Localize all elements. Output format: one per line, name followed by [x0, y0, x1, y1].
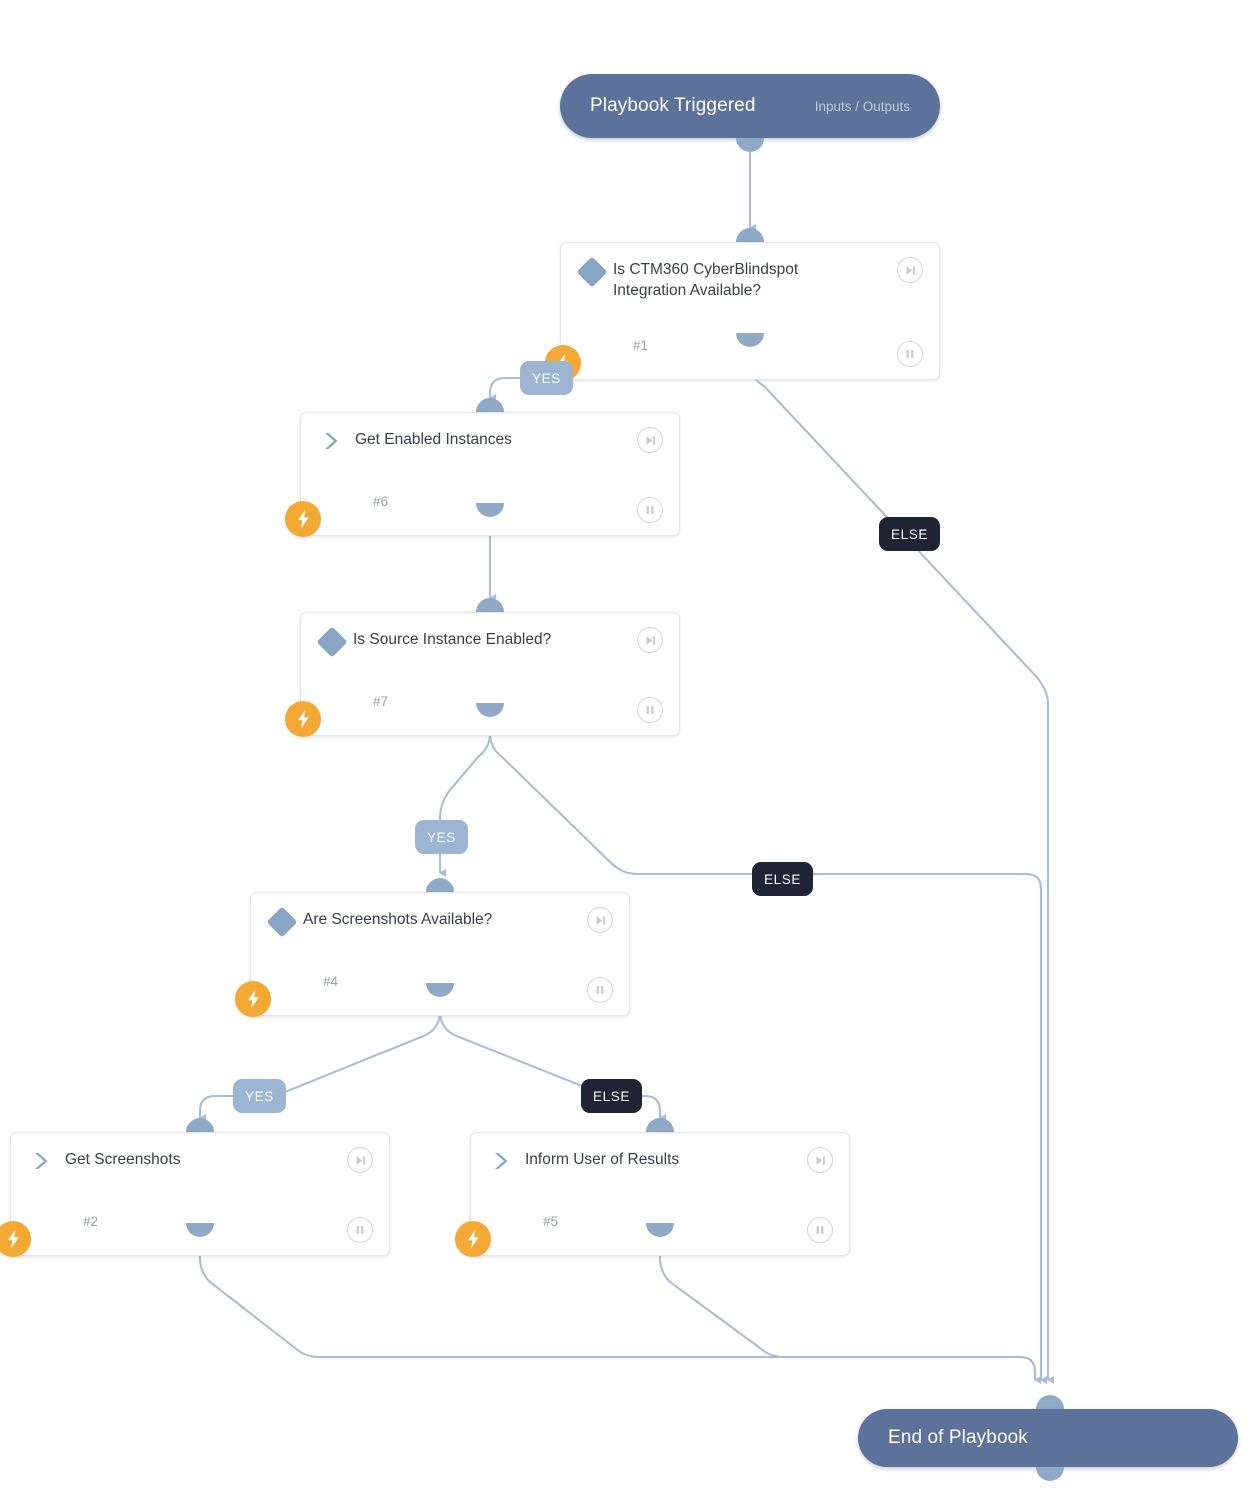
pause-icon[interactable]	[637, 697, 663, 723]
lightning-icon	[285, 701, 321, 737]
pause-icon[interactable]	[587, 977, 613, 1003]
node-are-screenshots-available[interactable]: Are Screenshots Available? #4	[235, 892, 630, 1017]
node-inform-user-of-results[interactable]: Inform User of Results #5	[455, 1132, 850, 1257]
pause-icon[interactable]	[807, 1217, 833, 1243]
node-2-id: #2	[83, 1213, 99, 1229]
start-node-inputs-outputs-link[interactable]: Inputs / Outputs	[814, 98, 910, 114]
node-5-title: Inform User of Results	[525, 1151, 680, 1168]
branch-label-1-else[interactable]: ELSE	[879, 517, 940, 551]
edge-5-to-end	[658, 1240, 1041, 1384]
end-node-title: End of Playbook	[888, 1427, 1028, 1448]
node-4-input-port	[426, 878, 454, 892]
lightning-icon	[455, 1221, 491, 1257]
node-5-footer: #5	[455, 1201, 849, 1257]
lightning-icon	[235, 981, 271, 1017]
node-7-input-port	[476, 598, 504, 612]
branch-label-4-yes[interactable]: YES	[233, 1079, 286, 1113]
node-2-footer: #2	[0, 1201, 389, 1257]
start-node-title: Playbook Triggered	[590, 95, 756, 116]
node-4-id: #4	[323, 973, 339, 989]
node-5-id: #5	[543, 1213, 559, 1229]
node-get-enabled-instances[interactable]: Get Enabled Instances #6	[285, 412, 680, 537]
edge-2-to-end	[198, 1240, 1041, 1384]
edge-7-else-to-end	[488, 715, 1047, 1384]
end-input-port	[1036, 1395, 1064, 1409]
run-icon[interactable]	[897, 257, 923, 283]
start-output-port	[736, 138, 764, 152]
node-is-source-instance-enabled[interactable]: Is Source Instance Enabled? #7	[285, 612, 680, 737]
run-icon[interactable]	[587, 907, 613, 933]
run-icon[interactable]	[637, 627, 663, 653]
node-7-id: #7	[373, 693, 389, 709]
node-2-title: Get Screenshots	[65, 1151, 181, 1168]
node-is-ctm360-cyberblindspot-integration-available[interactable]: Is CTM360 CyberBlindspot Integration Ava…	[545, 242, 940, 381]
node-5-header: Inform User of Results	[471, 1133, 849, 1201]
diamond-icon	[316, 626, 348, 658]
branch-label-4-else[interactable]: ELSE	[581, 1079, 642, 1113]
node-7-footer: #7	[285, 681, 679, 737]
node-1-title: Is CTM360 CyberBlindspot Integration Ava…	[613, 261, 799, 299]
node-2-header: Get Screenshots	[11, 1133, 389, 1201]
node-1-header: Is CTM360 CyberBlindspot Integration Ava…	[561, 243, 939, 325]
playbook-triggered-node[interactable]: Playbook Triggered Inputs / Outputs	[560, 74, 940, 138]
end-of-playbook-node[interactable]: End of Playbook	[858, 1409, 1238, 1467]
run-icon[interactable]	[637, 427, 663, 453]
node-5-input-port	[646, 1118, 674, 1132]
node-6-footer: #6	[285, 481, 679, 537]
lightning-icon	[285, 501, 321, 537]
pause-icon[interactable]	[897, 341, 923, 367]
chevron-icon	[489, 1149, 515, 1173]
diamond-icon	[266, 906, 298, 938]
node-get-screenshots[interactable]: Get Screenshots #2	[0, 1132, 390, 1257]
node-4-title: Are Screenshots Available?	[303, 911, 493, 928]
node-6-title: Get Enabled Instances	[355, 431, 512, 448]
pause-icon[interactable]	[637, 497, 663, 523]
branch-label-1-yes[interactable]: YES	[520, 361, 573, 395]
node-4-footer: #4	[235, 961, 629, 1017]
chevron-icon	[319, 429, 345, 453]
node-1-footer: #1	[545, 325, 939, 381]
diamond-icon	[576, 256, 608, 288]
node-6-id: #6	[373, 493, 389, 509]
branch-label-7-else[interactable]: ELSE	[752, 862, 813, 896]
node-1-input-port	[736, 228, 764, 242]
node-6-header: Get Enabled Instances	[301, 413, 679, 481]
node-7-header: Is Source Instance Enabled?	[301, 613, 679, 681]
pause-icon[interactable]	[347, 1217, 373, 1243]
node-7-title: Is Source Instance Enabled?	[353, 631, 552, 648]
run-icon[interactable]	[347, 1147, 373, 1173]
node-6-input-port	[476, 398, 504, 412]
node-2-input-port	[186, 1118, 214, 1132]
node-4-header: Are Screenshots Available?	[251, 893, 629, 961]
branch-label-7-yes[interactable]: YES	[415, 820, 468, 854]
chevron-icon	[29, 1149, 55, 1173]
run-icon[interactable]	[807, 1147, 833, 1173]
node-1-id: #1	[633, 337, 649, 353]
end-output-port	[1036, 1467, 1064, 1481]
lightning-icon	[0, 1221, 31, 1257]
